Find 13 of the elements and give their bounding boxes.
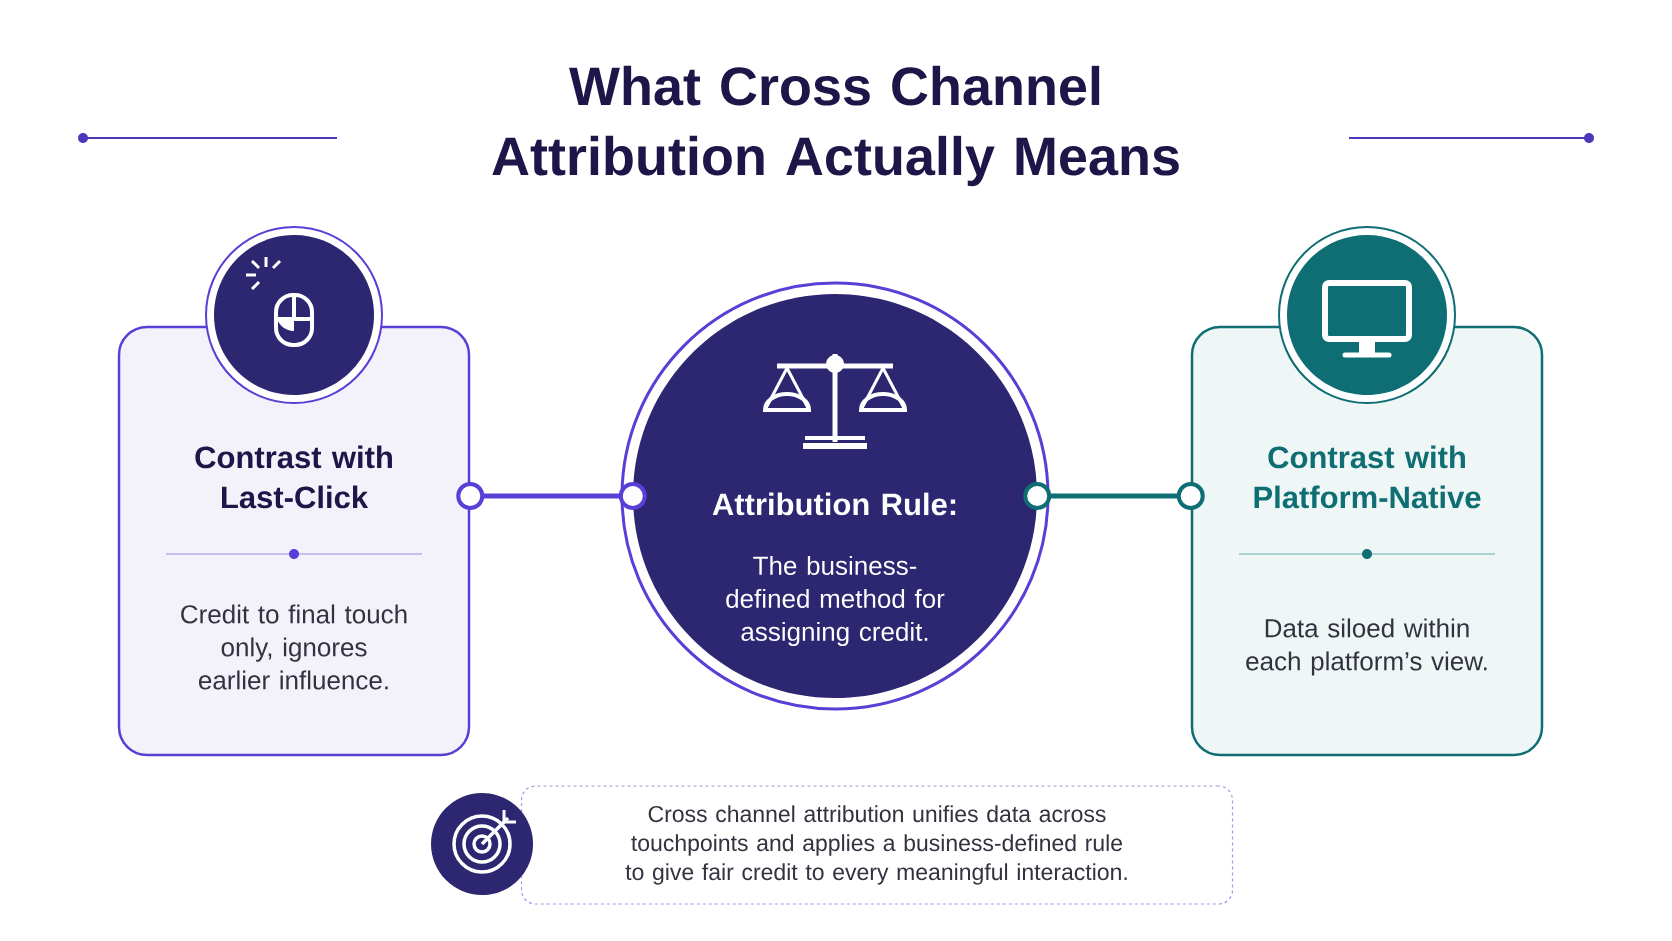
circle-text: The business-defined method for assigning credit.	[726, 555, 945, 647]
card-text: Data siloed within each platform’s view.	[1246, 618, 1487, 676]
circle-heading: Attribution Rule:	[712, 492, 956, 516]
card	[1190, 325, 1544, 757]
card-heading: Contrast with Platform-Native	[1254, 445, 1481, 509]
connector	[456, 482, 647, 510]
card	[117, 325, 471, 757]
card-heading: Contrast with Last-Click	[195, 445, 392, 509]
title: What Cross Channel Attribution Actually Means	[492, 65, 1179, 187]
connector	[1023, 482, 1205, 510]
note-box: Cross channel attribution unifies data across touchpoints and applies a business-defined rule to give fair credit to every meaningful interaction.	[520, 785, 1234, 905]
card-text: Credit to final touch only, ignores earlier influence.	[181, 604, 407, 690]
circle	[620, 281, 1050, 711]
